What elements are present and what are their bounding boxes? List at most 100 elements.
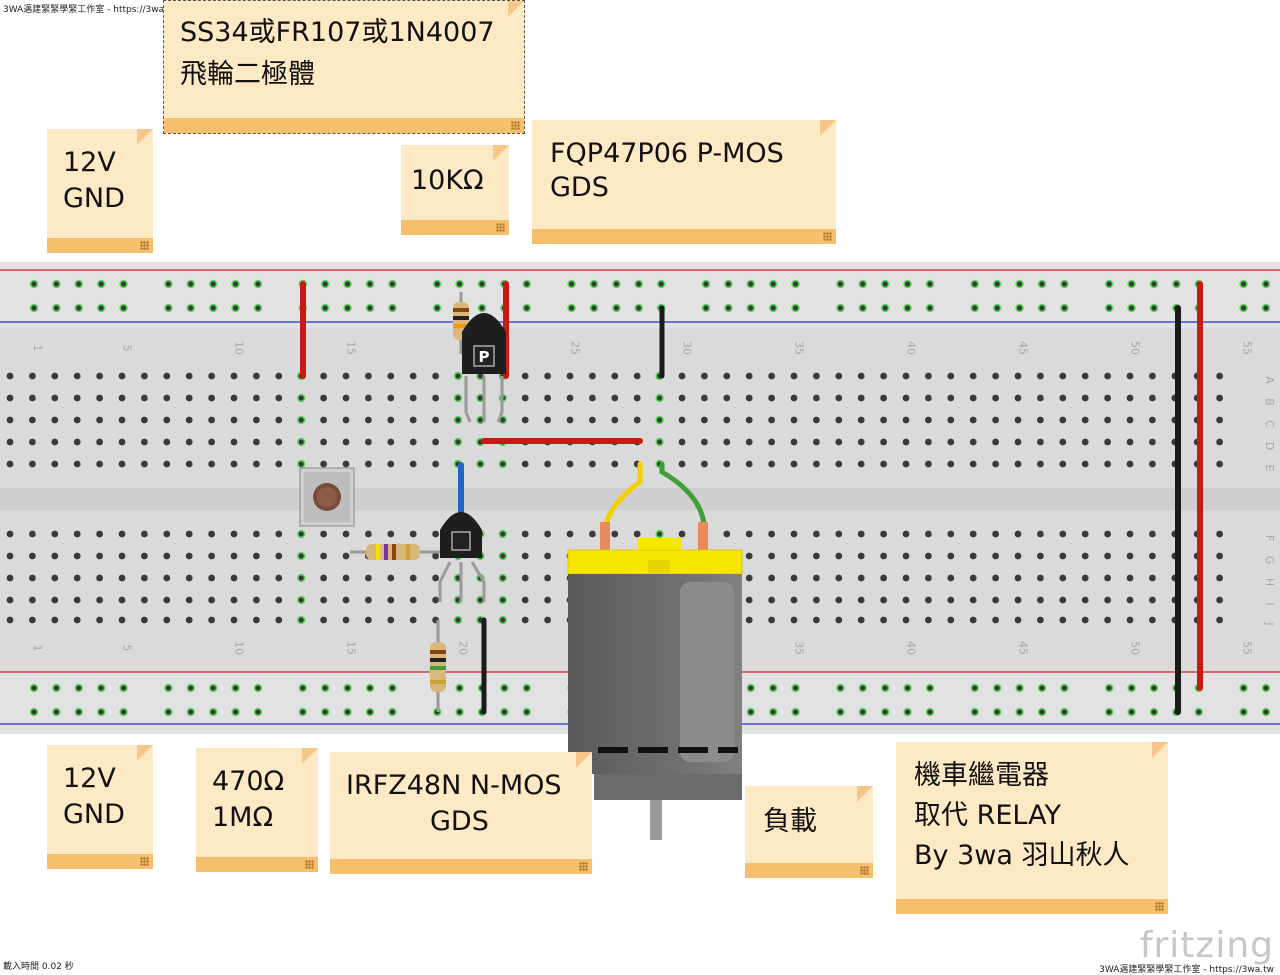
breadboard-hole xyxy=(96,596,103,604)
breadboard-hole xyxy=(96,438,103,446)
breadboard-hole xyxy=(253,372,260,380)
breadboard-hole xyxy=(6,460,14,468)
breadboard-hole xyxy=(970,707,979,717)
breadboard-hole xyxy=(6,574,14,582)
breadboard-hole xyxy=(857,616,865,624)
breadboard-hole xyxy=(342,596,350,604)
breadboard-hole xyxy=(208,416,216,424)
breadboard-hole xyxy=(230,394,238,402)
breadboard-hole xyxy=(813,394,820,402)
breadboard-hole xyxy=(208,574,216,582)
breadboard-hole xyxy=(791,279,800,289)
breadboard-hole xyxy=(1216,552,1223,560)
note-title[interactable]: 機車繼電器 取代 RELAY By 3wa 羽山秋人 xyxy=(896,742,1168,914)
breadboard-hole xyxy=(745,616,753,624)
breadboard-hole xyxy=(1216,596,1223,604)
header-text: 3WA邁建緊緊學緊工作室 - https://3wa.tw xyxy=(3,5,178,15)
note-resistors-line2: 1MΩ xyxy=(212,802,274,833)
breadboard-hole xyxy=(51,552,59,560)
breadboard-hole xyxy=(432,460,439,468)
note-resistor-10k-line1: 10KΩ xyxy=(411,165,484,196)
breadboard-hole xyxy=(253,707,263,717)
note-load[interactable]: 負載 xyxy=(745,786,873,878)
breadboard-hole xyxy=(1037,574,1044,582)
breadboard-hole xyxy=(835,416,843,424)
breadboard-hole xyxy=(96,416,103,424)
breadboard-hole xyxy=(633,394,641,402)
breadboard-hole xyxy=(163,596,171,604)
breadboard-hole xyxy=(790,552,798,560)
breadboard-hole xyxy=(275,416,283,424)
breadboard-holes xyxy=(6,279,1271,717)
note-pmos[interactable]: FQP47P06 P-MOS GDS xyxy=(532,120,836,244)
breadboard-hole xyxy=(29,416,36,424)
breadboard-hole xyxy=(745,552,753,560)
footer-load-time: 載入時間 0.02 秒 xyxy=(3,962,74,972)
breadboard-hole xyxy=(388,683,397,693)
breadboard-hole xyxy=(1149,683,1159,693)
breadboard-hole xyxy=(230,574,238,582)
breadboard-hole xyxy=(880,372,887,380)
note-power-bottom[interactable]: 12V GND xyxy=(47,745,153,869)
breadboard-hole xyxy=(365,438,372,446)
breadboard-hole xyxy=(253,394,260,402)
breadboard-hole xyxy=(342,530,350,538)
breadboard-hole xyxy=(321,707,330,717)
column-label: 1 xyxy=(31,645,44,652)
breadboard-hole xyxy=(433,279,442,289)
power-rail-top xyxy=(0,262,1280,328)
breadboard-hole xyxy=(1081,530,1089,538)
note-resistor-10k[interactable]: 10KΩ xyxy=(401,145,509,235)
breadboard-hole xyxy=(253,303,263,313)
breadboard-hole xyxy=(1261,707,1271,717)
breadboard-hole xyxy=(566,416,574,424)
breadboard-hole xyxy=(297,615,306,625)
column-label: 10 xyxy=(233,341,246,355)
breadboard-hole xyxy=(813,460,820,468)
breadboard-hole xyxy=(119,279,128,289)
column-label: 30 xyxy=(681,341,694,355)
breadboard-hole xyxy=(343,707,352,717)
breadboard-hole xyxy=(857,596,865,604)
breadboard-hole xyxy=(342,574,350,582)
note-resistors[interactable]: 470Ω 1MΩ xyxy=(196,748,318,872)
breadboard-hole xyxy=(925,530,932,538)
breadboard-hole xyxy=(1081,438,1089,446)
breadboard-hole xyxy=(1126,552,1134,560)
breadboard-hole xyxy=(813,416,820,424)
note-resistors-line1: 470Ω xyxy=(212,766,285,797)
breadboard-hole xyxy=(768,394,775,402)
breadboard-hole xyxy=(1014,416,1022,424)
breadboard-hole xyxy=(432,416,439,424)
breadboard-hole xyxy=(498,459,507,469)
breadboard-hole xyxy=(1126,616,1134,624)
breadboard-hole xyxy=(230,596,238,604)
breadboard-hole xyxy=(29,596,36,604)
breadboard-hole xyxy=(701,303,711,313)
breadboard-hole xyxy=(6,394,14,402)
breadboard-hole xyxy=(29,279,39,289)
breadboard-hole xyxy=(343,303,352,313)
breadboard-hole xyxy=(96,552,103,560)
breadboard-hole xyxy=(6,438,14,446)
breadboard-hole xyxy=(118,372,126,380)
breadboard-hole xyxy=(297,529,306,539)
breadboard-hole xyxy=(51,596,59,604)
breadboard-hole xyxy=(208,460,216,468)
breadboard-hole xyxy=(1104,460,1111,468)
breadboard-hole xyxy=(589,279,599,289)
breadboard-hole xyxy=(29,303,39,313)
breadboard-hole xyxy=(498,529,507,539)
breadboard-hole xyxy=(633,530,641,538)
breadboard-hole xyxy=(522,303,531,313)
note-diode[interactable]: SS34或FR107或1N4007 飛輪二極體 xyxy=(163,0,525,134)
breadboard-hole xyxy=(612,279,621,289)
note-power-top[interactable]: 12V GND xyxy=(47,129,153,253)
breadboard-hole xyxy=(321,303,330,313)
breadboard-hole xyxy=(51,574,59,582)
breadboard-hole xyxy=(836,279,845,289)
breadboard-hole xyxy=(164,683,173,693)
breadboard-hole xyxy=(342,460,350,468)
breadboard-hole xyxy=(1149,279,1159,289)
note-nmos[interactable]: IRFZ48N N-MOS GDS xyxy=(330,752,592,874)
